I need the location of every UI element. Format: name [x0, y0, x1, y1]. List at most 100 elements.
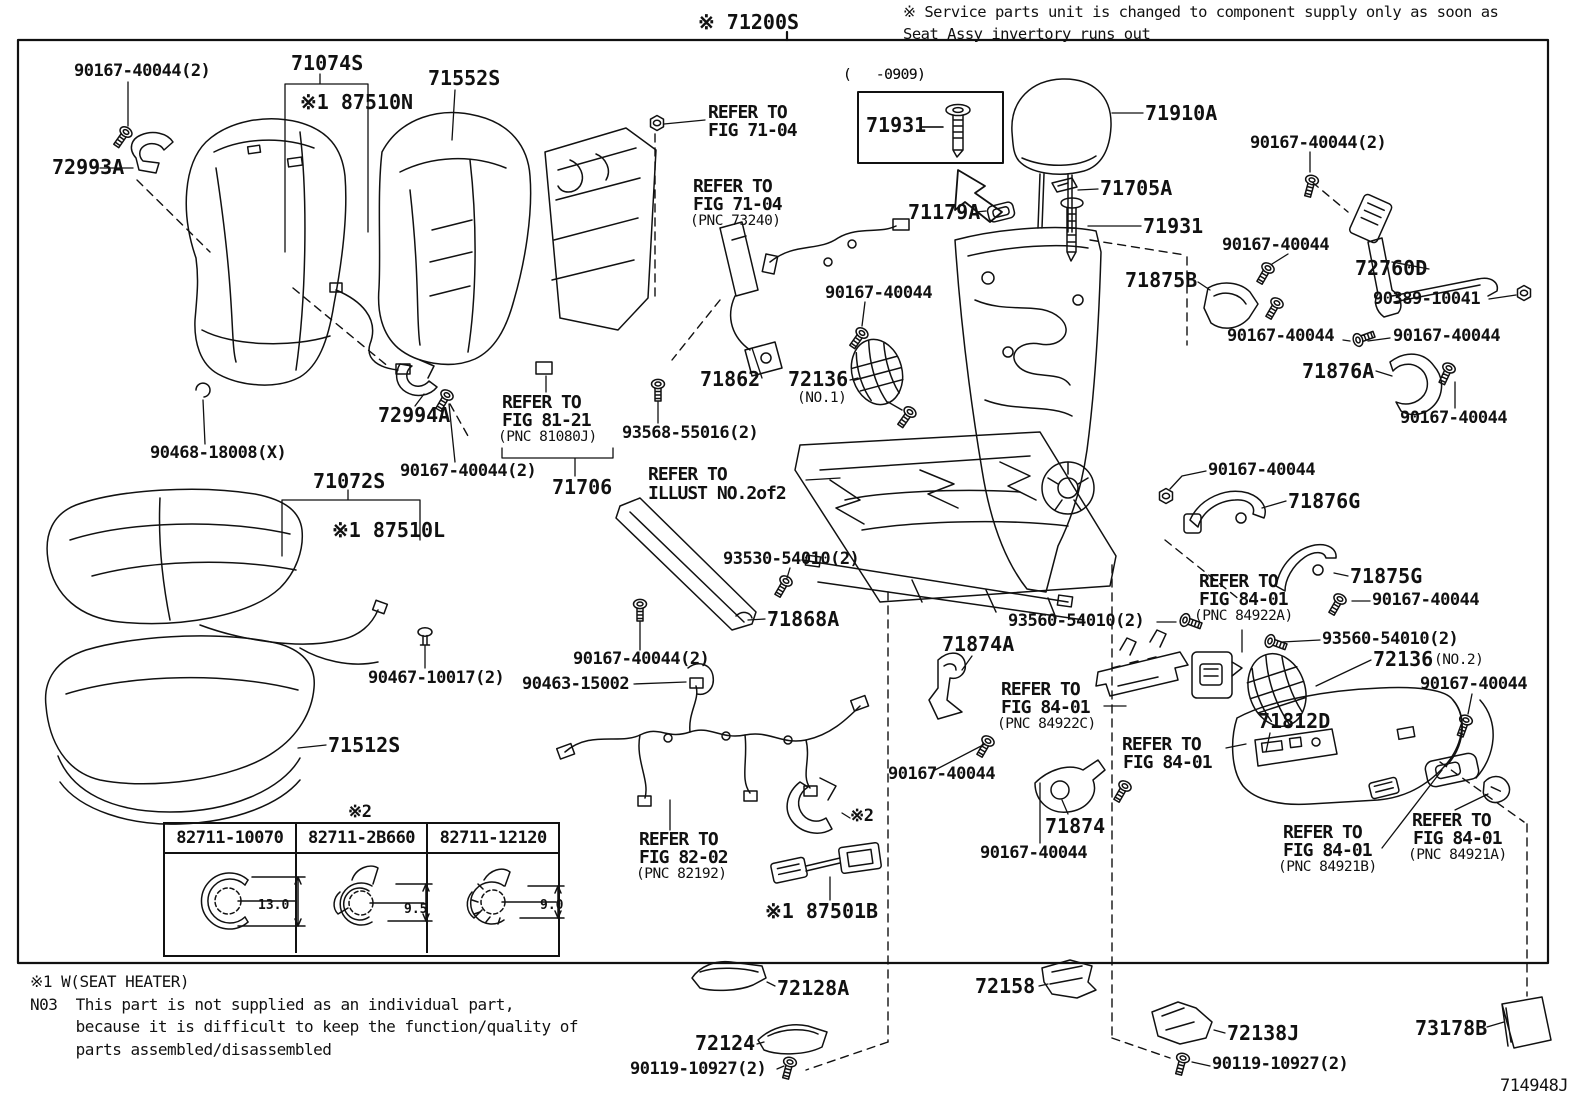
rail-cover-drawing — [615, 497, 757, 631]
clip-size-table-body — [165, 854, 558, 953]
footnotes: ※1 W(SEAT HEATER)N03 This part is not su… — [30, 971, 578, 1062]
clip-dim-2: 9.5 — [404, 902, 428, 917]
part-label: 90467-10017(2) — [368, 668, 505, 688]
part-label: 90119-10927(2) — [630, 1059, 767, 1079]
part-label: 71875B — [1125, 268, 1198, 292]
part-label: REFER TO — [708, 102, 788, 123]
inset-part: 71931 — [866, 113, 927, 137]
part-label: REFER TO — [502, 392, 582, 413]
inset-bolt-drawing — [921, 103, 971, 158]
bottom-strip-parts — [691, 959, 1552, 1055]
part-label: FIG 71-04 — [708, 120, 798, 141]
part-label: 90167-40044 — [888, 764, 996, 784]
part-label: FIG 82-02 — [639, 847, 729, 868]
part-label: 93560-54010(2) — [1322, 629, 1459, 649]
fastener-icons — [110, 114, 1532, 1081]
table-marker: ※2 — [348, 802, 372, 822]
part-label: 90167-40044 — [1420, 674, 1528, 694]
part-label: 71876A — [1302, 359, 1375, 383]
part-label: FIG 84-01 — [1123, 752, 1213, 773]
clip-size-table: 82711-10070 82711-2B660 82711-12120 — [163, 822, 560, 957]
part-label: 71072S — [313, 469, 386, 493]
part-label: 90389-10041 — [1373, 289, 1481, 309]
part-label: ※1 87510N — [300, 90, 414, 114]
diagram-title: ※ 71200S — [698, 10, 800, 34]
part-label: 72136 — [788, 367, 849, 391]
part-label: (PNC 73240) — [690, 213, 781, 229]
part-label: 90167-40044(2) — [1250, 133, 1387, 153]
part-label: 93560-54010(2) — [1008, 611, 1145, 631]
part-label: FIG 71-04 — [693, 194, 783, 215]
part-label: 71931 — [1143, 214, 1204, 238]
part-label: 93530-54010(2) — [723, 549, 860, 569]
seat-back-wiring-drawing — [329, 282, 411, 375]
seat-back-pad-drawing — [377, 111, 532, 366]
part-label: 72128A — [777, 976, 850, 1000]
part-label: REFER TO — [1283, 822, 1363, 843]
small-parts-drawings — [928, 177, 1499, 813]
dashed-lines — [136, 133, 1528, 1071]
seat-back-board-drawing — [535, 127, 657, 375]
diagram-border — [16, 30, 1550, 965]
part-label: 72994A — [378, 403, 451, 427]
part-label: 71706 — [552, 475, 613, 499]
part-label: 71874A — [942, 632, 1015, 656]
part-label: FIG 84-01 — [1413, 828, 1503, 849]
part-label: REFER TO — [1412, 810, 1492, 831]
part-label: (PNC 84921B) — [1278, 859, 1377, 875]
part-label: 72138J — [1227, 1021, 1300, 1045]
part-label: 72760D — [1355, 256, 1428, 280]
part-label: REFER TO — [1122, 734, 1202, 755]
grommet-no2-drawing — [1246, 653, 1307, 727]
seatbelt-buckle-drawing — [719, 218, 910, 377]
part-label: 72124 — [695, 1031, 756, 1055]
part-label: (PNC 82192) — [636, 866, 727, 882]
table-col-2-part: 82711-2B660 — [297, 824, 429, 852]
service-note-line2: Seat Assy invertory runs out — [903, 25, 1151, 44]
part-label: 71868A — [767, 607, 840, 631]
part-label: 93568-55016(2) — [622, 423, 759, 443]
table-col-2-art — [297, 854, 429, 953]
part-label: (NO.1) — [797, 390, 847, 406]
part-label: REFER TO — [1001, 679, 1081, 700]
part-label: ※1 87510L — [332, 518, 446, 542]
part-label: 72993A — [52, 155, 125, 179]
part-label: 71512S — [328, 733, 401, 757]
part-label: (PNC 84921A) — [1408, 847, 1507, 863]
table-clip-art — [200, 865, 565, 930]
clip-size-table-header: 82711-10070 82711-2B660 82711-12120 — [165, 824, 558, 854]
part-label: 71812D — [1258, 709, 1331, 733]
seat-cushion-cover-drawing — [46, 488, 304, 625]
part-label: (PNC 84922A) — [1194, 608, 1293, 624]
service-note-line1: ※ Service parts unit is changed to compo… — [903, 3, 1499, 21]
part-label: 90167-40044 — [1400, 408, 1508, 428]
inset-box-71931 — [857, 91, 1004, 164]
footnote-line1: ※1 W(SEAT HEATER) — [30, 972, 190, 991]
part-label: 71910A — [1145, 101, 1218, 125]
part-label: FIG 84-01 — [1283, 840, 1373, 861]
seat-back-cover-drawing — [185, 118, 347, 386]
part-label: 90167-40044 — [1393, 326, 1501, 346]
service-note: ※ Service parts unit is changed to compo… — [903, 1, 1499, 46]
part-label: ( -0909) — [843, 67, 926, 83]
part-label: 71862 — [700, 367, 761, 391]
part-label: ※2 — [850, 806, 874, 826]
part-label: 71179A — [908, 200, 981, 224]
table-col-1-part: 82711-10070 — [165, 824, 297, 852]
headrest-drawing — [1011, 78, 1112, 233]
seat-cushion-pad-drawing — [44, 635, 315, 825]
part-label: ILLUST NO.2of2 — [648, 483, 787, 504]
part-label: 72158 — [975, 974, 1036, 998]
footnote-line3: because it is difficult to keep the func… — [30, 1017, 579, 1037]
part-label: 71074S — [291, 51, 364, 75]
part-label: 90167-40044(2) — [573, 649, 710, 669]
part-label: 73178B — [1415, 1016, 1488, 1040]
part-label: 90468-18008(X) — [150, 443, 287, 463]
cushion-harness-drawing — [199, 599, 389, 665]
part-label: 90167-40044 — [1208, 460, 1316, 480]
table-col-3-part: 82711-12120 — [439, 828, 548, 848]
part-label: (PNC 81080J) — [498, 429, 597, 445]
part-label: (NO.2) — [1434, 652, 1484, 668]
